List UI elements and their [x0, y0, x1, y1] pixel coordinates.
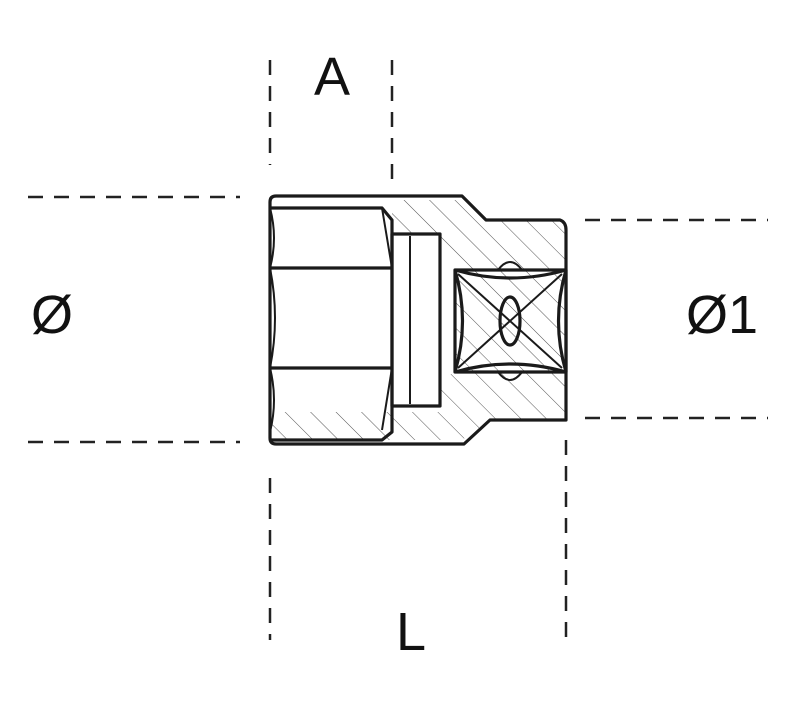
label-drive-diameter: Ø1 [686, 285, 758, 345]
ball-detent [498, 295, 522, 347]
socket-outline [268, 194, 568, 446]
relief-recess [390, 232, 442, 408]
label-outer-diameter: Ø [31, 285, 73, 345]
extension-lines [28, 60, 768, 640]
section-hatch [270, 200, 566, 440]
label-a: A [314, 47, 350, 107]
square-drive [453, 261, 568, 381]
hex-bore [269, 206, 394, 442]
label-length: L [396, 602, 426, 662]
socket-body [268, 194, 568, 446]
